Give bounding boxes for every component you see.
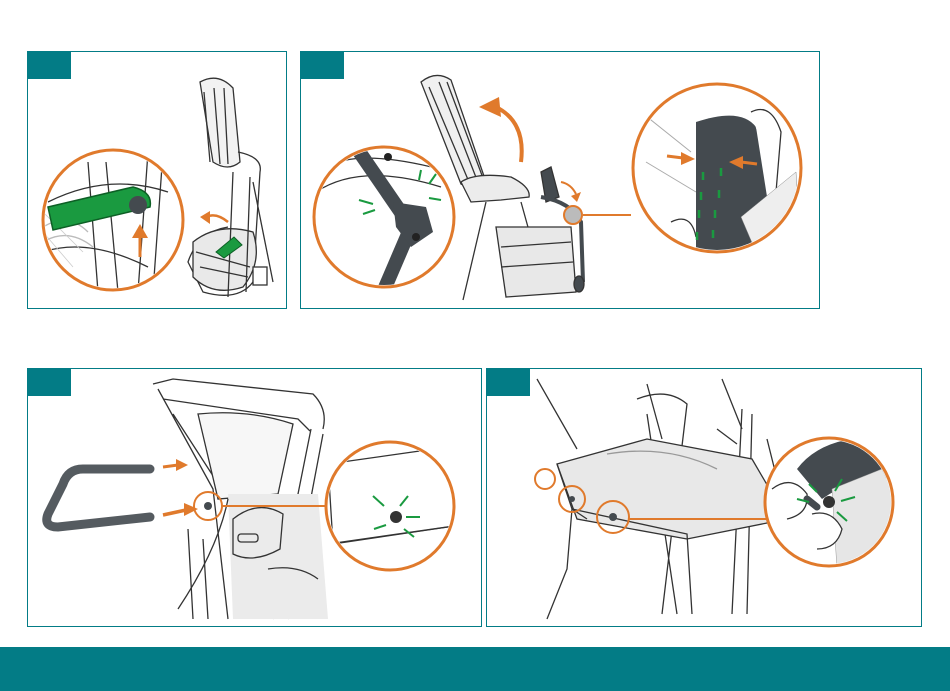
- bumper-bar-icon: [47, 469, 150, 527]
- footer-bar: [0, 647, 950, 691]
- step-3-illustration: [28, 369, 482, 627]
- zoom-circle-icon: [43, 150, 183, 292]
- step-2-illustration: [301, 52, 820, 309]
- zoom-circle-icon: [633, 84, 801, 258]
- step-4-illustration: [487, 369, 922, 627]
- stroller-front-icon: [153, 379, 328, 619]
- step-4-panel: [486, 368, 922, 627]
- small-curved-arrow-icon: [561, 182, 576, 194]
- zoom-circle-icon: [765, 437, 907, 569]
- stroller-folded-icon: [188, 78, 273, 297]
- step-1-panel: [27, 51, 287, 309]
- zoom-circle-icon: [314, 147, 454, 297]
- step-2-panel: [300, 51, 820, 309]
- insert-arrows-icon: [163, 459, 198, 516]
- zoom-circle-icon: [326, 442, 468, 570]
- step-3-panel: [27, 368, 482, 627]
- step-1-illustration: [28, 52, 287, 309]
